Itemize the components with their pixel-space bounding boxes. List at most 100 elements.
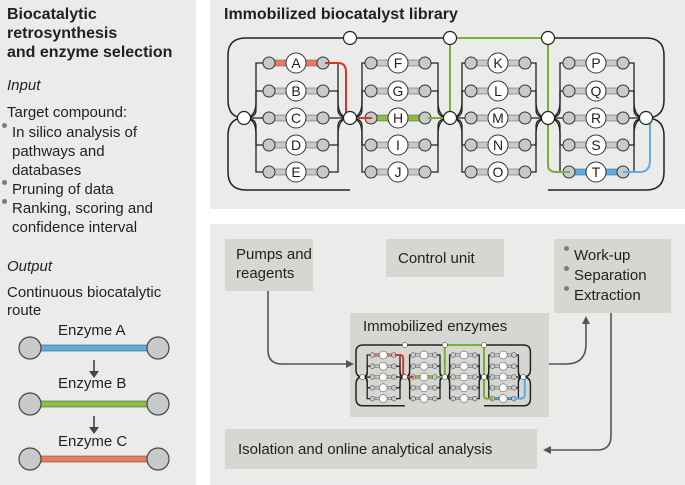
arrow-workup-to-isolation	[543, 313, 612, 454]
lib-node-label-H: H	[393, 110, 403, 126]
input-bullet-pruning-line-1: Pruning of data	[12, 181, 114, 198]
input-bullet-list: In silico analysis of pathways and datab…	[0, 123, 153, 237]
lib-node-K	[487, 52, 509, 74]
mini-bead-O-0	[450, 395, 456, 402]
mini-bead-C-0	[369, 374, 376, 380]
enzyme-a-right-node	[146, 336, 170, 360]
mini-node-C	[378, 372, 388, 382]
lib-node-G	[387, 80, 409, 102]
workup-bullet-list: Work-up Separation Extraction	[562, 246, 647, 306]
mini-node-K	[459, 350, 469, 360]
lib-node-label-B: B	[291, 83, 300, 99]
mini-bead-K-0	[450, 352, 456, 358]
mini-bead-B-1	[391, 363, 397, 369]
lib-bead-B-0	[262, 84, 276, 98]
lib-node-A	[285, 52, 307, 74]
mini-highlight-path-0	[395, 355, 405, 377]
lib-node-label-S: S	[591, 137, 600, 153]
workup-bullet-separation: Separation	[562, 266, 647, 286]
lib-node-label-D: D	[291, 137, 301, 153]
enzyme-c-bar	[18, 447, 170, 471]
left-title-line-1: Biocatalytic	[7, 6, 97, 23]
mini-bead-P-1	[511, 352, 517, 358]
lib-node-N	[487, 134, 509, 156]
lib-node-H	[387, 107, 409, 129]
enzyme-c-right-node	[146, 447, 170, 471]
lib-node-label-N: N	[493, 137, 503, 153]
mini-node-D	[378, 383, 388, 393]
lib-bead-J-1	[418, 165, 432, 179]
mini-node-P	[498, 350, 508, 360]
workup-bullet-extraction: Extraction	[562, 286, 647, 306]
lib-bead-N-0	[464, 138, 478, 152]
isolation-label: Isolation and online analytical analysis	[238, 441, 493, 458]
mini-bead-K-1	[472, 352, 478, 358]
enzyme-a-left-node	[18, 336, 42, 360]
mini-node-M	[459, 372, 469, 382]
lib-bead-B-1	[316, 84, 330, 98]
lib-node-label-O: O	[493, 164, 504, 180]
lib-junction-7	[540, 30, 556, 46]
mini-bead-G-0	[410, 363, 416, 369]
lib-bead-O-0	[464, 165, 478, 179]
lib-node-label-K: K	[493, 55, 503, 71]
lib-bead-S-0	[562, 138, 576, 152]
lib-node-label-A: A	[291, 55, 301, 71]
isolation-box	[225, 429, 537, 469]
mini-node-N	[459, 383, 469, 393]
lib-bead-L-1	[518, 84, 532, 98]
lib-node-label-M: M	[492, 110, 504, 126]
mini-bead-D-0	[369, 385, 376, 391]
control-unit-label: Control unit	[398, 250, 475, 267]
mini-node-G	[419, 361, 429, 371]
lib-junction-5	[342, 30, 358, 46]
mini-junction-4	[520, 374, 527, 380]
input-bullet-analysis-line-1: In silico analysis of	[12, 124, 138, 141]
mini-bead-G-1	[432, 363, 438, 369]
output-heading: Output	[7, 258, 53, 275]
enzyme-a-bar	[18, 336, 170, 360]
control-unit-box	[386, 239, 504, 277]
pumps-line-1: Pumps and	[236, 246, 312, 263]
lib-junction-4	[638, 110, 654, 126]
lib-node-I	[387, 134, 409, 156]
mini-node-A	[378, 350, 388, 360]
enzyme-b-left-node	[18, 392, 42, 416]
lib-junction-1	[342, 110, 358, 126]
enzyme-a-label: Enzyme A	[58, 322, 126, 339]
input-bullet-ranking-line-1: Ranking, scoring and	[12, 200, 153, 217]
input-bullet-ranking: Ranking, scoring and confidence interval	[0, 199, 153, 237]
mini-node-T	[498, 394, 508, 403]
mini-bead-M-0	[450, 374, 456, 380]
mini-node-F	[419, 350, 429, 360]
mini-outer-loop-3	[484, 377, 530, 406]
left-title-line-2: retrosynthesis	[7, 25, 118, 42]
lib-bead-C-0	[262, 111, 276, 125]
lib-junction-2	[442, 110, 458, 126]
mini-bead-C-1	[391, 374, 397, 380]
lib-node-label-R: R	[591, 110, 601, 126]
lib-bead-F-1	[418, 56, 432, 70]
lib-bead-R-0	[562, 111, 576, 125]
enzyme-c-label: Enzyme C	[58, 433, 128, 450]
mini-bead-N-1	[472, 385, 478, 391]
lib-node-D	[285, 134, 307, 156]
lib-junction-6	[442, 30, 458, 46]
lib-node-T	[585, 161, 607, 183]
mini-bead-E-1	[391, 395, 397, 402]
lib-bead-I-0	[364, 138, 378, 152]
lib-bead-G-0	[364, 84, 378, 98]
lib-bead-E-0	[262, 165, 276, 179]
lib-node-F	[387, 52, 409, 74]
mini-bead-S-1	[511, 385, 517, 391]
mini-node-I	[419, 383, 429, 393]
input-bullet-pruning: Pruning of data	[0, 180, 153, 199]
mini-outer-loop-2	[484, 345, 530, 377]
mini-node-J	[419, 394, 429, 403]
lib-highlight-path-0	[325, 63, 350, 118]
lib-node-label-E: E	[291, 164, 300, 180]
mini-node-Q	[498, 361, 508, 371]
output-text-line-1: Continuous biocatalytic	[7, 284, 162, 301]
lib-outer-loop-3	[548, 118, 664, 190]
